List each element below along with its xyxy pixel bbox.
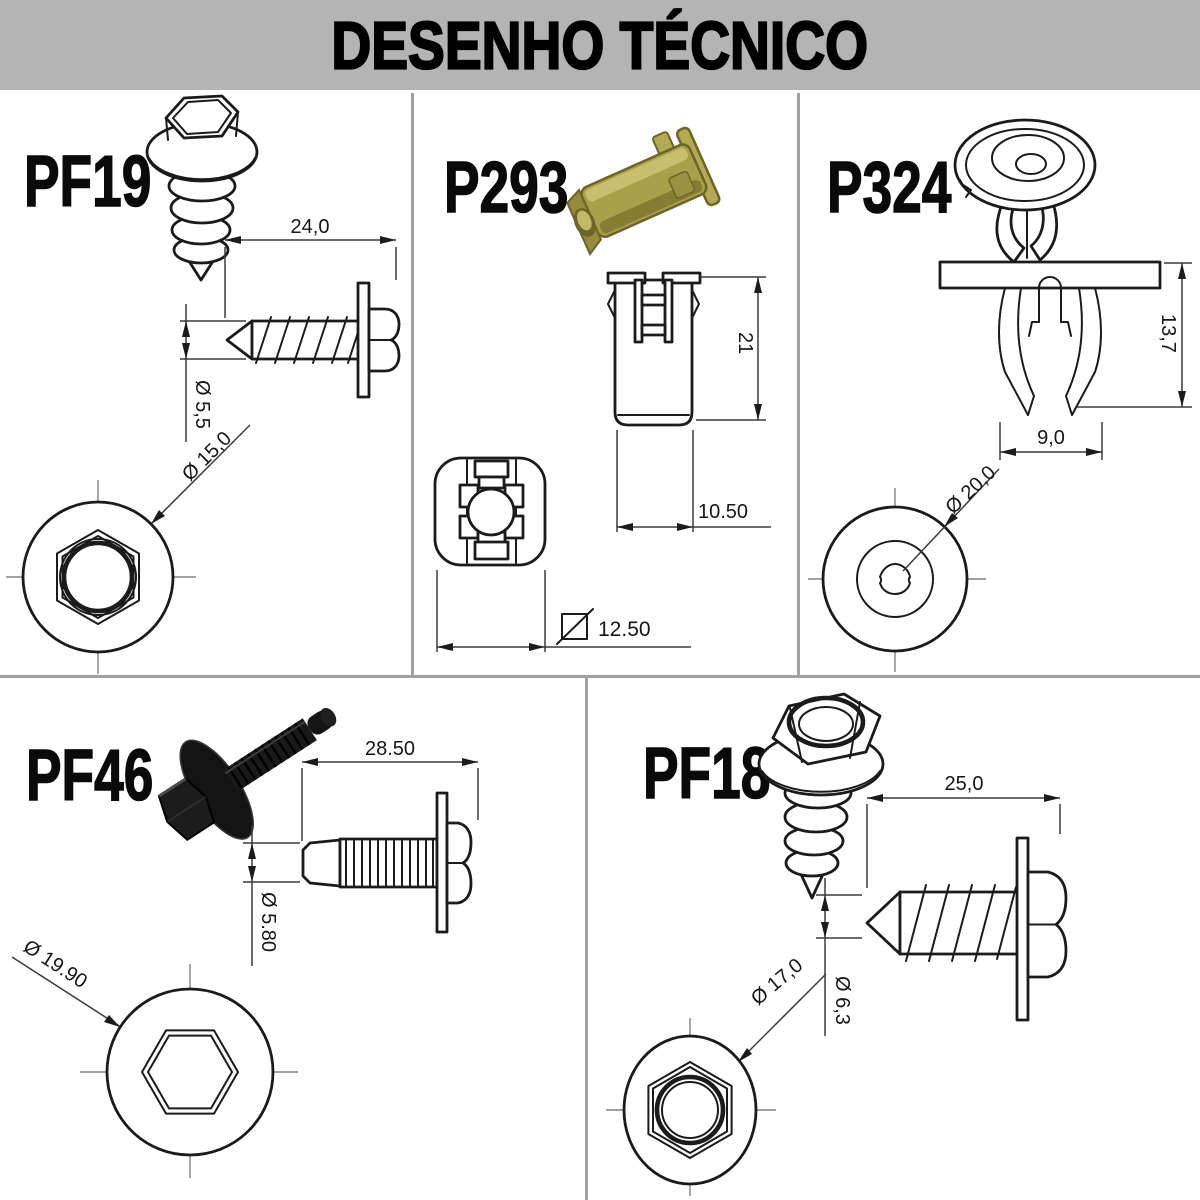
p293-dim-height-group: 21 xyxy=(696,276,766,421)
pf19-top-view xyxy=(6,480,196,674)
p324-dim-width-group: 9,0 xyxy=(999,422,1103,460)
pf19-side-view xyxy=(225,281,401,399)
square-symbol-icon xyxy=(556,608,594,645)
pf19-dim-diameter: Ø 5,5 xyxy=(191,380,213,429)
p293-dim-width-group: 10.50 xyxy=(616,430,771,532)
p324-top-view: Ø 20,0 xyxy=(808,462,1000,672)
pf18-dim-diameter-group: Ø 6,3 xyxy=(816,878,862,1036)
p324-front-view xyxy=(938,260,1162,416)
divider-vertical-2 xyxy=(797,93,800,675)
p324-dim-height: 13,7 xyxy=(1157,314,1179,353)
part-label-p324: P324 xyxy=(826,148,952,228)
p293-top-view xyxy=(433,456,547,567)
part-label-pf18: PF18 xyxy=(642,734,771,814)
p293-render xyxy=(566,126,721,257)
part-label-p293: P293 xyxy=(443,148,569,228)
pf46-dim-diameter-group: Ø 5.80 xyxy=(243,826,300,966)
part-label-pf19: PF19 xyxy=(23,142,152,222)
pf19-dim-length-group: 24,0 xyxy=(224,216,397,318)
pf46-drawing: 28.50 Ø 5.80 xyxy=(11,707,479,1178)
pf18-dim-diameter: Ø 6,3 xyxy=(831,976,853,1025)
p293-drawing: 21 10.50 xyxy=(433,126,771,652)
pf19-pictorial-screw xyxy=(145,94,259,282)
p293-dim-square-group: 12.50 xyxy=(436,570,691,652)
p293-dim-height: 21 xyxy=(734,332,756,354)
pf18-dim-length: 25,0 xyxy=(945,773,984,795)
pf46-dim-length: 28.50 xyxy=(365,738,415,760)
pf19-dim-diameter-group: Ø 5,5 xyxy=(180,304,246,442)
divider-vertical-1 xyxy=(411,93,414,675)
pf46-render xyxy=(157,707,337,842)
pf18-pictorial-screw xyxy=(757,692,885,900)
pf19-drawing: 24,0 Ø 5,5 Ø 15,0 xyxy=(6,94,401,674)
divider-vertical-3 xyxy=(585,678,588,1200)
pf46-dim-length-group: 28.50 xyxy=(301,738,479,841)
pf18-drawing: 25,0 Ø 6,3 Ø 17,0 xyxy=(606,692,1068,1196)
divider-horizontal xyxy=(0,675,1200,678)
sheet-header: DESENHO TÉCNICO xyxy=(0,0,1200,90)
p324-dim-width: 9,0 xyxy=(1037,427,1065,449)
p324-pictorial-clip xyxy=(953,118,1097,264)
part-label-pf46: PF46 xyxy=(25,736,154,816)
sheet-title: DESENHO TÉCNICO xyxy=(331,6,870,83)
p293-front-view xyxy=(606,271,702,427)
p293-dim-width: 10.50 xyxy=(698,501,748,523)
p293-dim-square: 12.50 xyxy=(598,618,651,641)
p324-drawing: 13,7 9,0 Ø 20,0 xyxy=(808,118,1192,672)
pf46-top-view xyxy=(80,964,298,1178)
p324-dim-height-group: 13,7 xyxy=(1077,262,1192,408)
pf18-side-view xyxy=(865,836,1068,1022)
pf46-dim-diameter: Ø 5.80 xyxy=(257,892,279,952)
pf18-dim-length-group: 25,0 xyxy=(866,773,1061,888)
pf46-side-view xyxy=(301,791,473,934)
p324-dim-diameter: Ø 20,0 xyxy=(941,462,1000,519)
pf19-dim-length: 24,0 xyxy=(291,216,330,238)
pf18-top-view xyxy=(606,1018,776,1196)
